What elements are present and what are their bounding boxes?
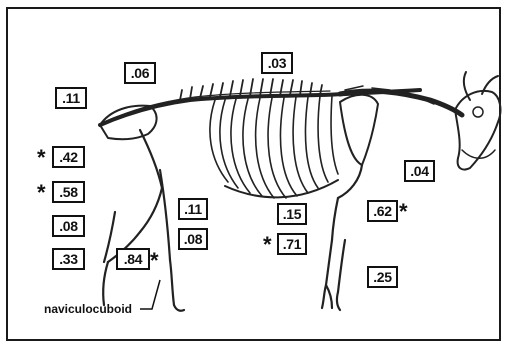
figure-canvas: .06 .11 .03 * .42 * .58 .08 .33 .84 * .1…	[0, 0, 509, 345]
annotation-leader	[0, 0, 509, 345]
